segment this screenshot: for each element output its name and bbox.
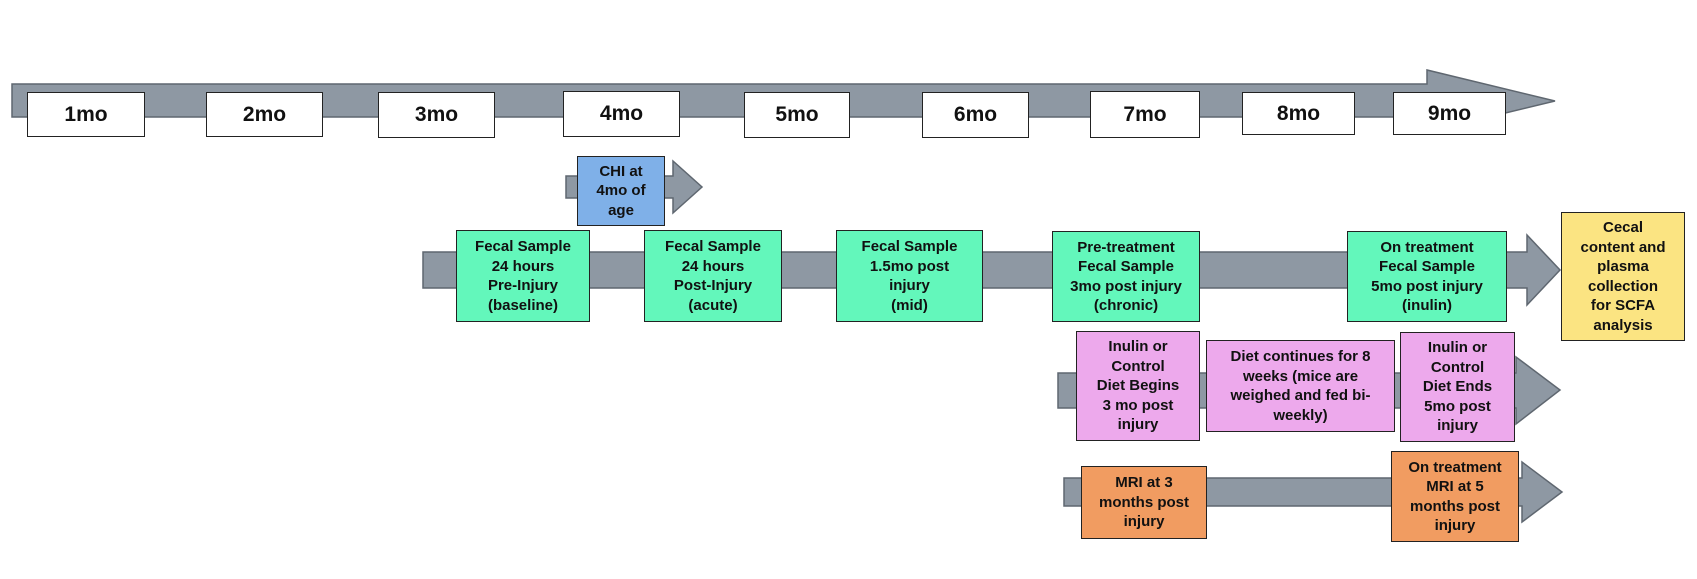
injury-box: CHI at 4mo of age xyxy=(577,156,665,226)
month-box-2mo: 2mo xyxy=(206,92,323,137)
month-box-1mo: 1mo xyxy=(27,92,145,137)
mri-3mo-box: MRI at 3 months post injury xyxy=(1081,466,1207,539)
month-box-7mo: 7mo xyxy=(1090,91,1200,138)
endpoint-box: Cecal content and plasma collection for … xyxy=(1561,212,1685,341)
diet-begins-box: Inulin or Control Diet Begins 3 mo post … xyxy=(1076,331,1200,441)
fecal-sample-baseline: Fecal Sample 24 hours Pre-Injury (baseli… xyxy=(456,230,590,322)
mri-5mo-box: On treatment MRI at 5 months post injury xyxy=(1391,451,1519,542)
month-box-4mo: 4mo xyxy=(563,91,680,137)
diet-continues-box: Diet continues for 8 weeks (mice are wei… xyxy=(1206,340,1395,432)
month-box-5mo: 5mo xyxy=(744,92,850,138)
fecal-sample-mid: Fecal Sample 1.5mo post injury (mid) xyxy=(836,230,983,322)
month-box-9mo: 9mo xyxy=(1393,92,1506,135)
fecal-sample-inulin: On treatment Fecal Sample 5mo post injur… xyxy=(1347,231,1507,322)
diet-ends-box: Inulin or Control Diet Ends 5mo post inj… xyxy=(1400,332,1515,442)
fecal-sample-acute: Fecal Sample 24 hours Post-Injury (acute… xyxy=(644,230,782,322)
month-box-3mo: 3mo xyxy=(378,92,495,138)
month-box-8mo: 8mo xyxy=(1242,92,1355,135)
fecal-sample-chronic: Pre-treatment Fecal Sample 3mo post inju… xyxy=(1052,231,1200,322)
month-box-6mo: 6mo xyxy=(922,92,1029,138)
